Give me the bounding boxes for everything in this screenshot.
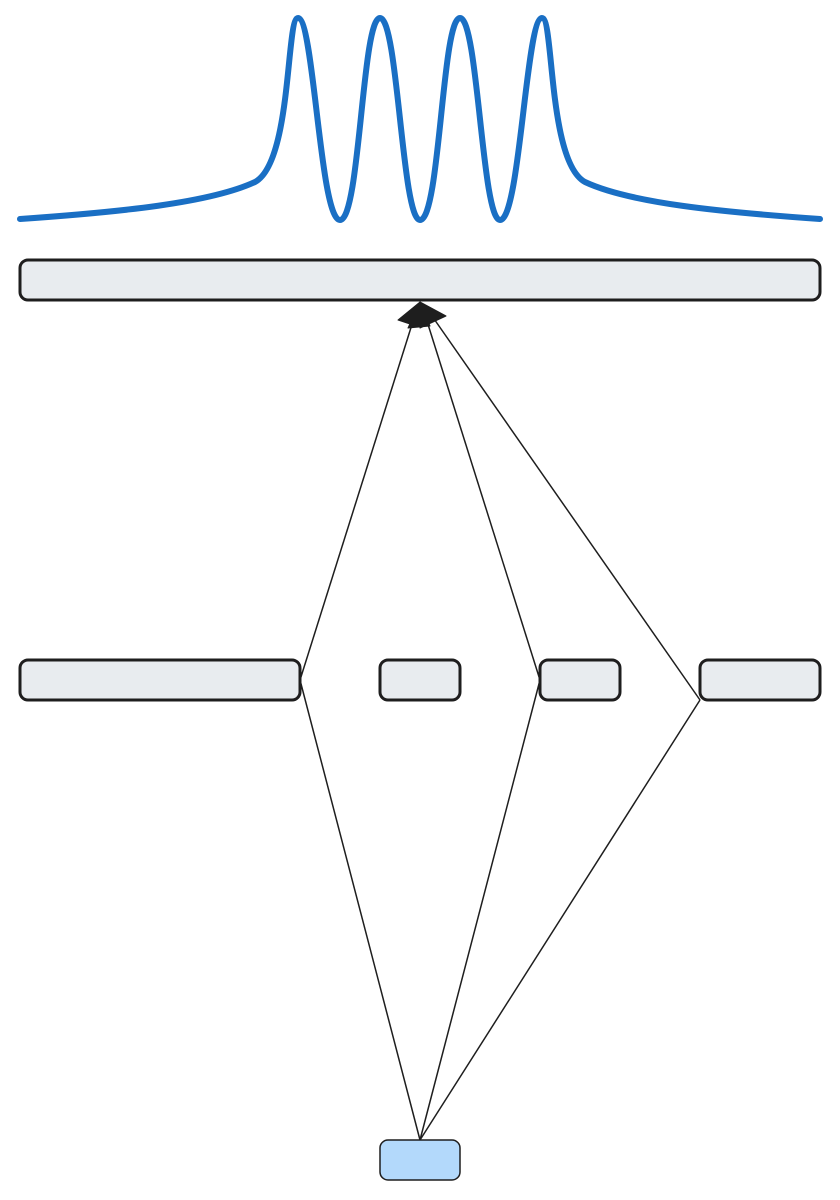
node-middle-2[interactable] — [378, 658, 462, 702]
edge-middle-3-to-top — [425, 317, 541, 681]
edge-middle-1-to-top — [299, 317, 415, 681]
node-middle-3[interactable] — [538, 658, 622, 702]
edge-middle-4-to-top — [431, 315, 701, 701]
arrowheads — [397, 301, 447, 329]
node-top-bar[interactable] — [18, 258, 822, 302]
wave-curve — [17, 15, 823, 223]
node-middle-1[interactable] — [18, 658, 302, 702]
edge-bottom-to-middle-3 — [419, 679, 541, 1141]
node-middle-4[interactable] — [698, 658, 822, 702]
node-bottom[interactable] — [379, 1139, 461, 1181]
edge-bottom-to-middle-1 — [299, 679, 421, 1141]
edge-bottom-to-middle-4 — [419, 699, 701, 1141]
arrowhead-middle-4 — [419, 301, 447, 329]
